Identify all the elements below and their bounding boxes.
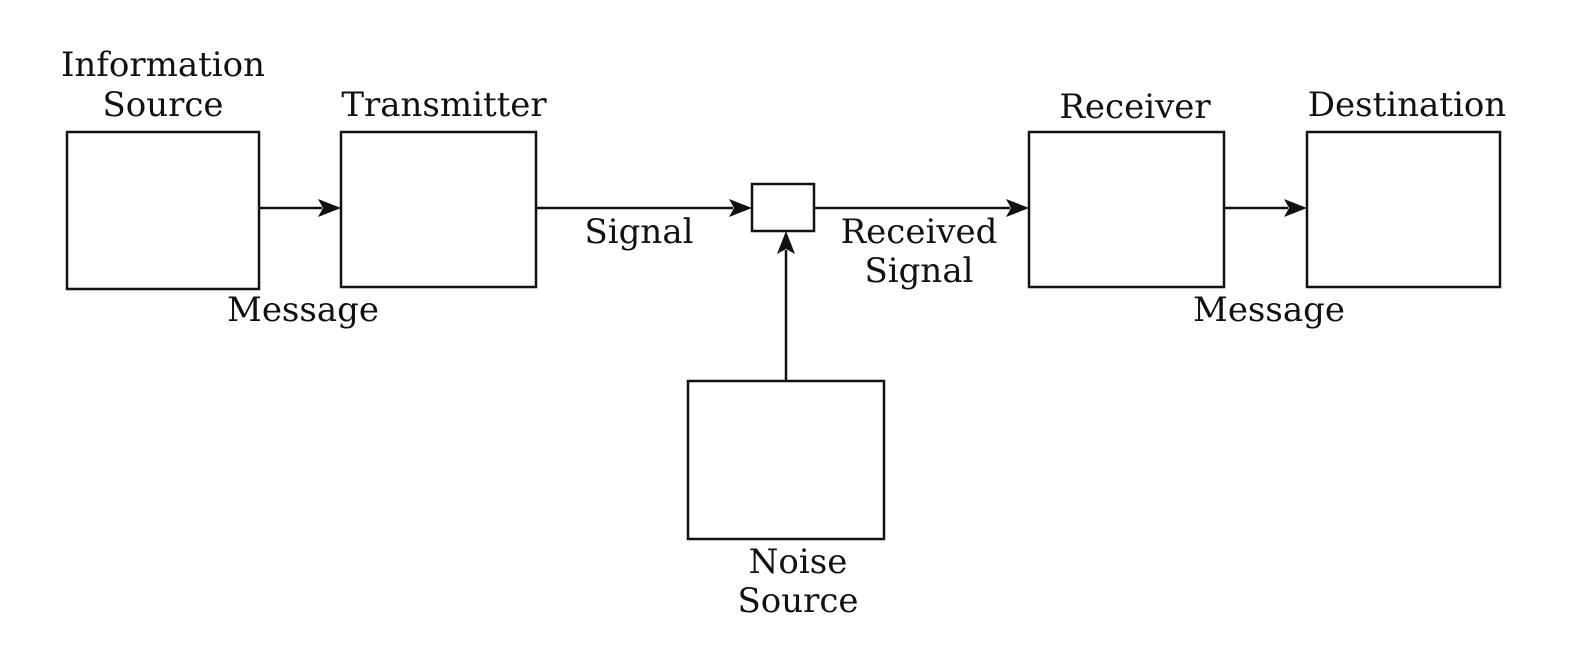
channel-junction-box	[750, 182, 816, 233]
signal-label: Signal	[585, 212, 694, 252]
arrow-transmitter-to-channel	[536, 199, 752, 217]
received-signal-label-line1: Received	[841, 212, 998, 252]
noise-source-label-line2: Source	[737, 581, 858, 621]
transmitter-box	[339, 130, 538, 289]
receiver-label: Receiver	[1059, 87, 1211, 127]
message-in-label: Message	[1193, 290, 1345, 330]
message-out-label: Message	[227, 290, 379, 330]
transmitter-label: Transmitter	[341, 85, 547, 125]
destination-box	[1305, 130, 1502, 289]
destination-label: Destination	[1308, 85, 1506, 125]
information-source-box	[65, 130, 261, 291]
receiver-box	[1027, 130, 1226, 289]
information-source-label-line1: Information	[61, 45, 265, 85]
arrow-receiver-to-destination	[1224, 199, 1307, 217]
noise-source-box	[686, 379, 886, 541]
arrow-channel-to-receiver	[814, 199, 1029, 217]
noise-source-label-line1: Noise	[749, 542, 848, 582]
arrow-source-to-transmitter	[259, 199, 341, 217]
arrow-noise-to-channel	[777, 231, 795, 381]
information-source-label-line2: Source	[102, 85, 223, 125]
received-signal-label-line2: Signal	[865, 251, 974, 291]
